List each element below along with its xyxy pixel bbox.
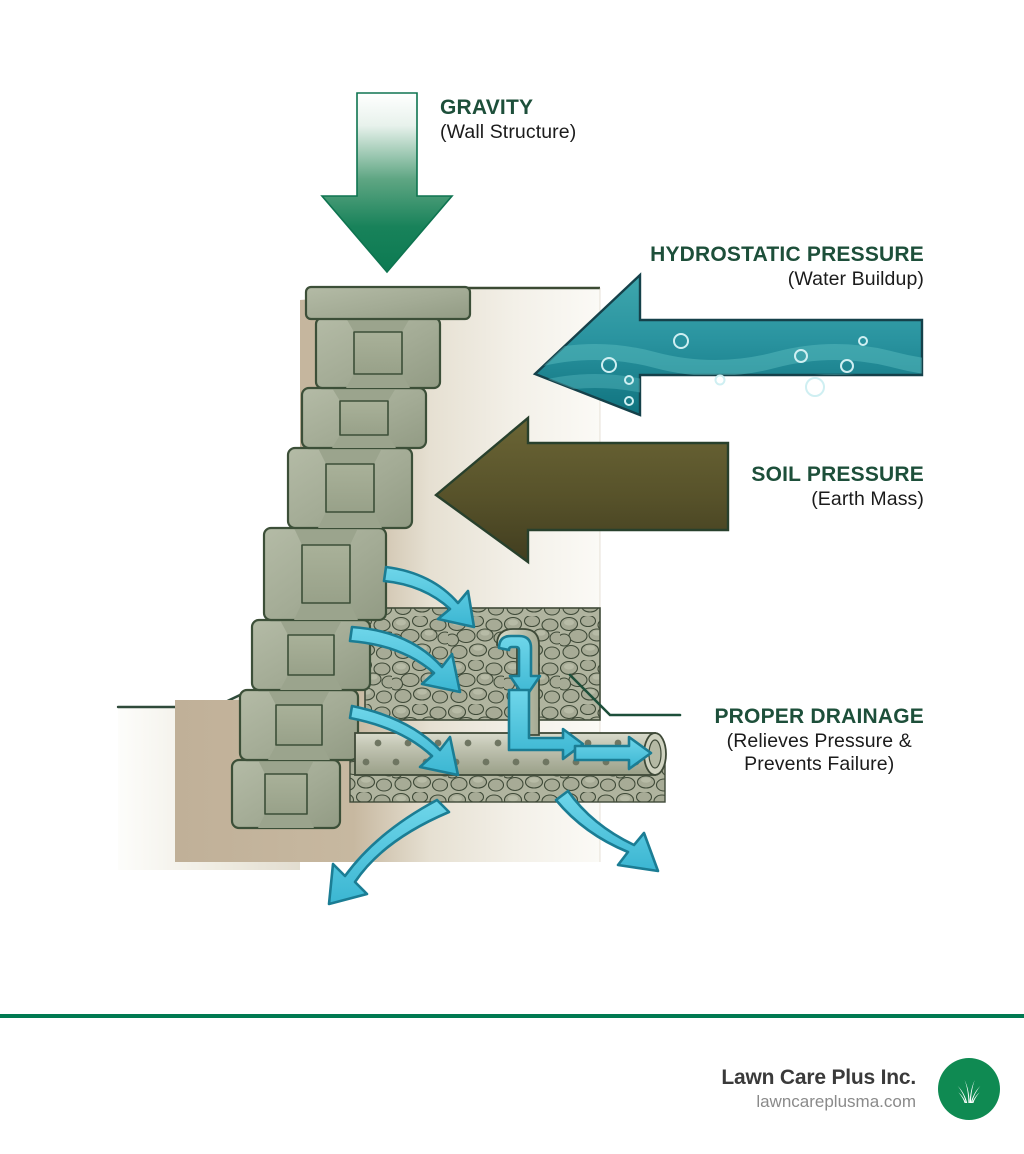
block-course-1: [314, 316, 442, 390]
block-course-5: [250, 618, 372, 692]
drainage-label-subtitle-2: Prevents Failure): [744, 752, 895, 775]
block-course-6: [238, 688, 360, 762]
water-flow-arrows: [327, 565, 660, 906]
soil-label-subtitle: (Earth Mass): [811, 487, 924, 510]
drainage-label-title: PROPER DRAINAGE: [714, 705, 924, 728]
hydrostatic-arrow-icon: [532, 272, 924, 417]
callout-leader-line-icon: [568, 673, 682, 717]
grass-icon: [957, 1080, 981, 1103]
drainage-label-subtitle-1: (Relieves Pressure &: [726, 729, 912, 752]
grass-blades-circle-logo: [938, 1058, 1000, 1120]
block-course-2: [300, 386, 428, 450]
gravity-label: GRAVITY (Wall Structure): [440, 96, 576, 144]
flow-arrow-out-left: [327, 798, 451, 906]
block-course-3: [286, 446, 414, 530]
wall-cap-block: [304, 285, 472, 321]
footer-divider: [0, 1014, 1024, 1018]
flow-arrow-in-pipe: [573, 735, 653, 771]
block-course-7: [230, 758, 342, 830]
flow-arrow-1: [382, 565, 476, 629]
soil-pressure-arrow-icon: [434, 415, 730, 565]
block-course-4: [262, 526, 388, 622]
stacked-block-wall: [230, 285, 472, 830]
footer-text-block: Lawn Care Plus Inc. lawncareplusma.com: [721, 1066, 916, 1112]
gravity-arrow-icon: [320, 92, 454, 274]
proper-drainage-label: PROPER DRAINAGE (Relieves Pressure & Pre…: [714, 705, 924, 776]
flow-arrow-2: [348, 625, 462, 694]
flow-arrow-out-right: [554, 789, 660, 873]
flow-arrow-3: [348, 704, 460, 777]
gravity-label-subtitle: (Wall Structure): [440, 120, 577, 143]
flow-arrow-riser-bottom: [507, 688, 585, 761]
soil-pressure-label: SOIL PRESSURE (Earth Mass): [751, 463, 924, 511]
flow-arrow-riser-top: [497, 634, 542, 700]
footer-branding: Lawn Care Plus Inc. lawncareplusma.com: [721, 1058, 1000, 1120]
hydrostatic-pressure-label: HYDROSTATIC PRESSURE (Water Buildup): [650, 243, 924, 291]
gravity-label-title: GRAVITY: [440, 96, 534, 119]
hydrostatic-label-title: HYDROSTATIC PRESSURE: [650, 243, 924, 266]
hydrostatic-label-subtitle: (Water Buildup): [787, 267, 924, 290]
soil-label-title: SOIL PRESSURE: [751, 463, 924, 486]
company-name: Lawn Care Plus Inc.: [721, 1066, 916, 1089]
water-bubbles: [601, 333, 868, 406]
company-website[interactable]: lawncareplusma.com: [756, 1092, 916, 1111]
